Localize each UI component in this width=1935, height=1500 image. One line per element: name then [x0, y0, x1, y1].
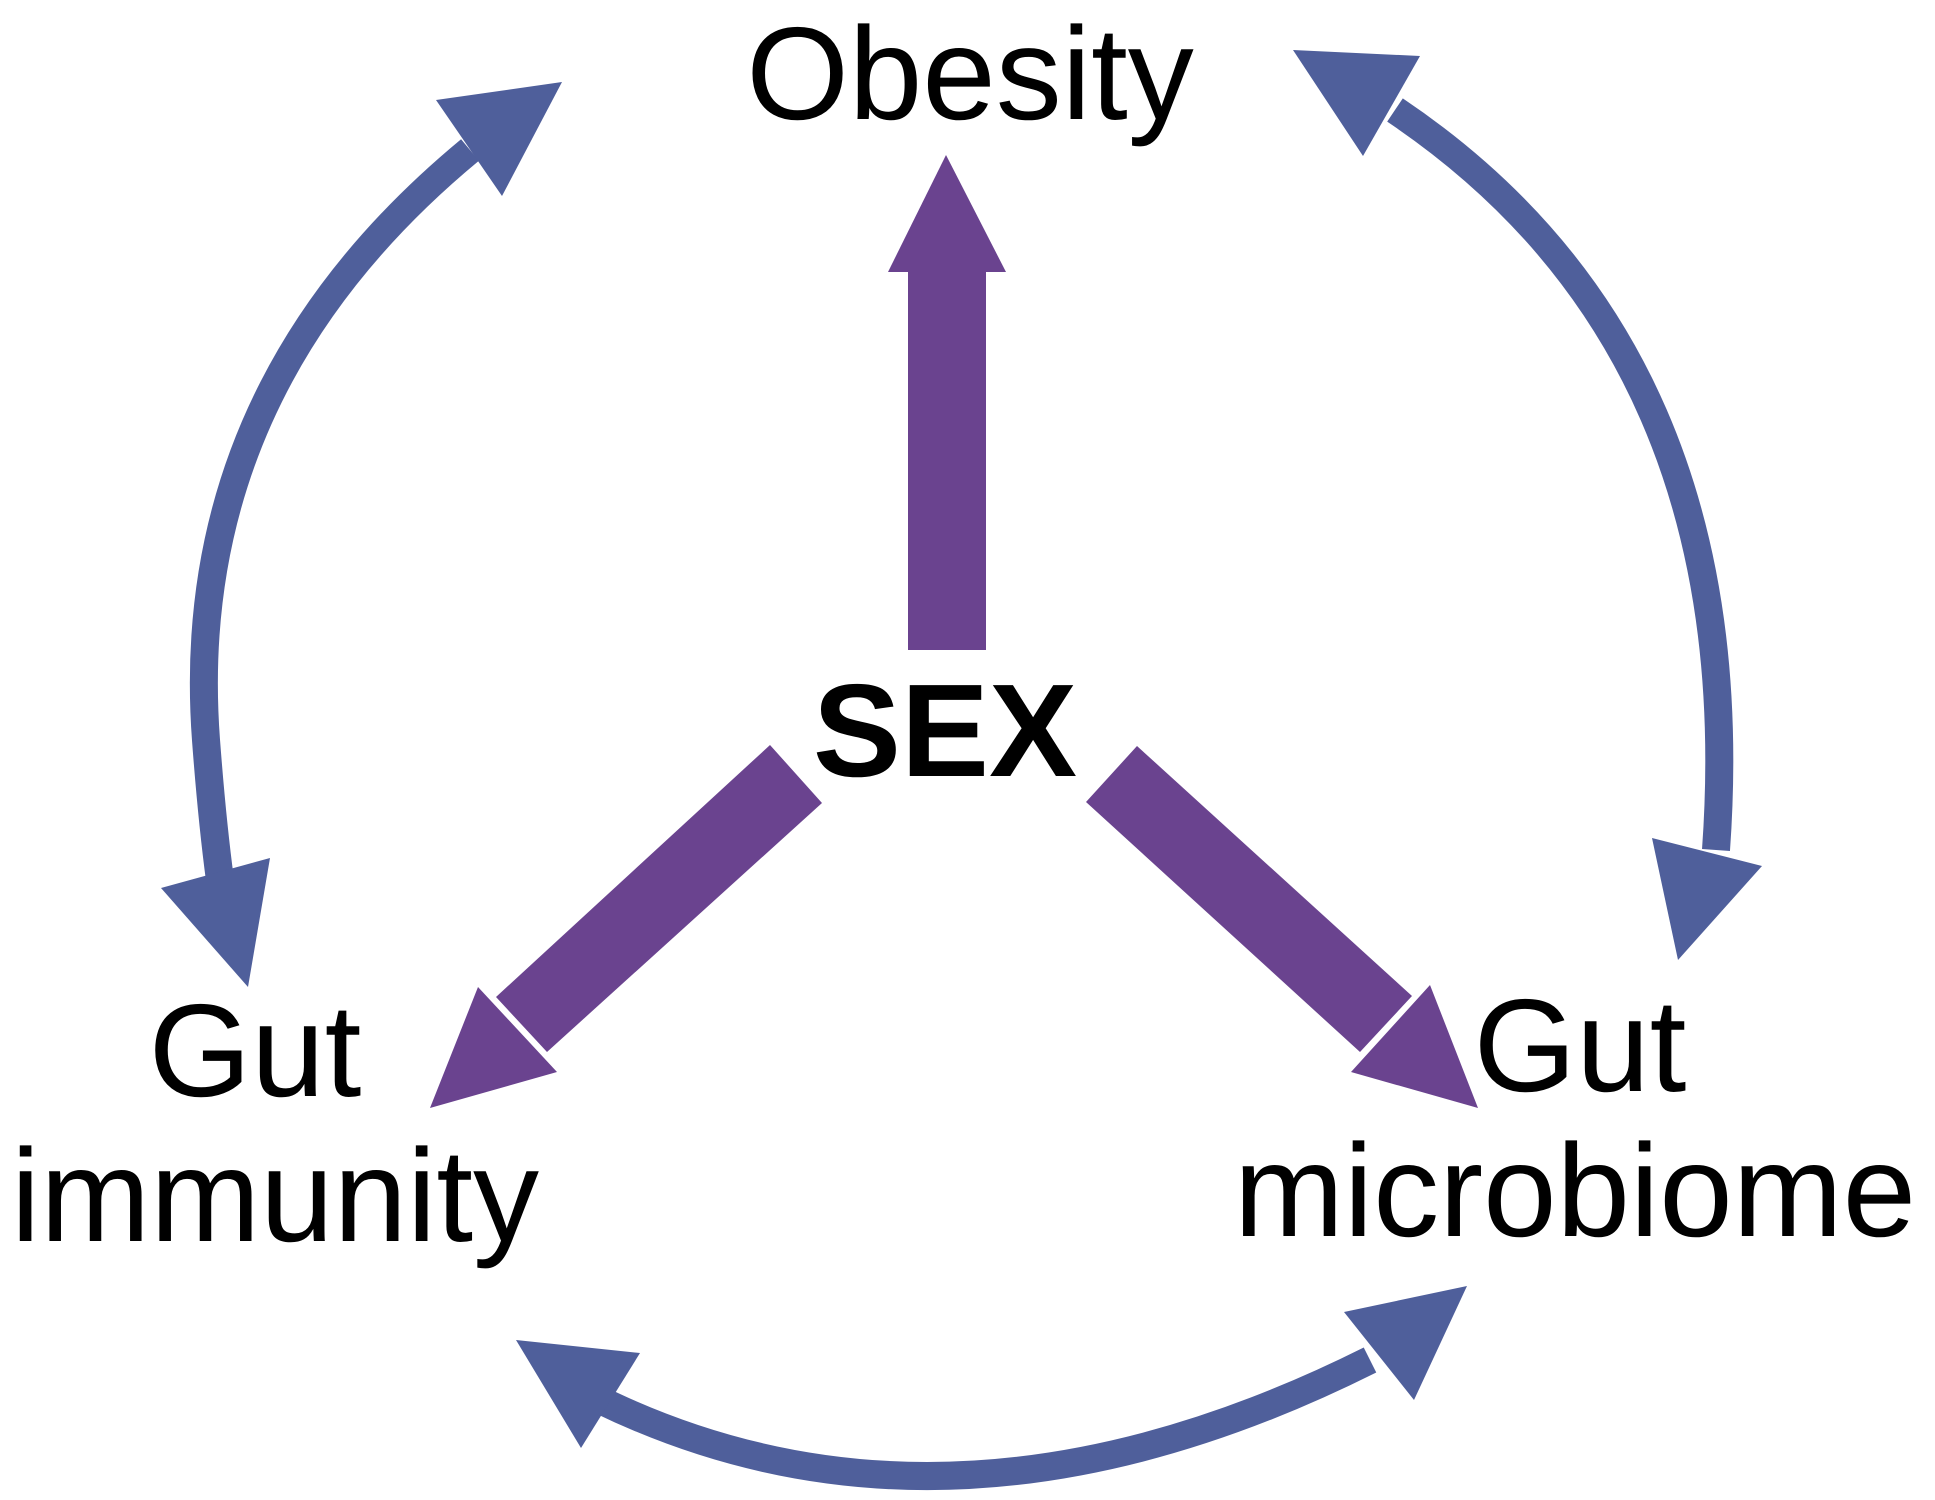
node-gut-immunity-line2: immunity — [10, 1122, 540, 1269]
cycle-arrows — [161, 50, 1762, 1491]
arrow-sex-to-gut-microbiome — [1086, 746, 1478, 1108]
arrow-obesity-gut-immunity — [161, 82, 562, 987]
node-gut-microbiome-line1: Gut — [1473, 972, 1687, 1119]
arrow-obesity-gut-microbiome — [1293, 50, 1762, 960]
node-obesity: Obesity — [746, 0, 1194, 147]
node-gut-immunity-line1: Gut — [148, 977, 362, 1124]
node-gut-microbiome-line2: microbiome — [1233, 1117, 1917, 1264]
arrow-sex-to-gut-immunity — [430, 745, 822, 1108]
node-sex: SEX — [812, 657, 1078, 804]
arrow-sex-to-obesity — [888, 155, 1006, 650]
center-arrows — [430, 155, 1478, 1108]
arrow-gut-immunity-gut-microbiome — [516, 1286, 1467, 1491]
